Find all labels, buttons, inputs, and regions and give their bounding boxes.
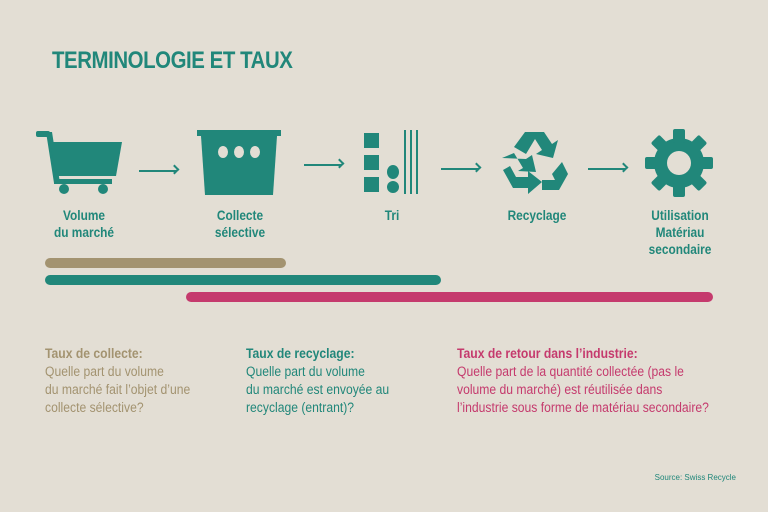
sorting-icon (364, 130, 418, 194)
page-title: TERMINOLOGIE ET TAUX (52, 47, 293, 74)
rate-text: Quelle part du volume (45, 364, 164, 379)
rate-heading: Taux de collecte: (45, 346, 143, 361)
source-note: Source: Swiss Recycle (654, 473, 736, 482)
label-line: Recyclage (507, 208, 567, 223)
label-line: Volume (62, 208, 106, 223)
step-label-recyclage: Recyclage (484, 207, 590, 224)
arrow-icon (588, 168, 626, 170)
shopping-cart-icon (36, 131, 122, 194)
industry-return-rate-bar (186, 292, 713, 302)
step-label-volume-marche: Volume du marché (31, 207, 137, 241)
rate-retour-industrie: Taux de retour dans l’industrie: Quelle … (457, 345, 709, 417)
label-line: Matériau (655, 225, 705, 240)
rate-heading: Taux de retour dans l’industrie: (457, 346, 638, 361)
rate-text: volume du marché) est réutilisée dans (457, 382, 663, 397)
label-line: Utilisation (651, 208, 709, 223)
rate-text: l’industrie sous forme de matériau secon… (457, 400, 709, 415)
label-line: sélective (214, 225, 266, 240)
gear-icon (645, 129, 713, 197)
recycle-icon (502, 132, 568, 194)
rate-text: collecte sélective? (45, 400, 144, 415)
rate-text: du marché fait l’objet d’une (45, 382, 191, 397)
label-line: Collecte (216, 208, 264, 223)
rate-text: Quelle part du volume (246, 364, 365, 379)
arrow-icon (304, 164, 342, 166)
rate-collecte: Taux de collecte: Quelle part du volume … (45, 345, 190, 417)
rate-text: recyclage (entrant)? (246, 400, 355, 415)
rate-heading: Taux de recyclage: (246, 346, 355, 361)
rate-text: Quelle part de la quantité collectée (pa… (457, 364, 684, 379)
collection-bin-icon (197, 130, 281, 195)
rate-text: du marché est envoyée au (246, 382, 390, 397)
arrow-icon (139, 170, 177, 172)
label-line: du marché (53, 225, 115, 240)
label-line: Tri (384, 208, 400, 223)
step-label-utilisation: Utilisation Matériau secondaire (627, 207, 733, 258)
step-label-tri: Tri (339, 207, 445, 224)
recycling-rate-bar (45, 275, 441, 285)
rate-recyclage: Taux de recyclage: Quelle part du volume… (246, 345, 389, 417)
step-label-collecte: Collecte sélective (187, 207, 293, 241)
collection-rate-bar (45, 258, 286, 268)
arrow-icon (441, 168, 479, 170)
label-line: secondaire (648, 242, 712, 257)
